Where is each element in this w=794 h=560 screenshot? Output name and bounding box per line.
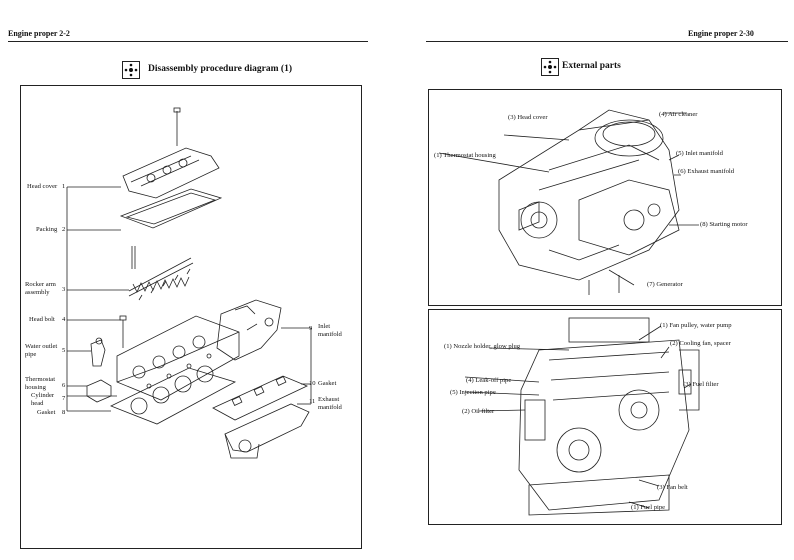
label-water-outlet-pipe: Water outlet pipe: [25, 343, 58, 358]
marker-10: 10: [309, 380, 316, 387]
label-bottom-fan-pulley: (1) Fan pulley, water pump: [660, 322, 732, 329]
marker-7: 7: [62, 395, 66, 402]
disassembly-diagram-drawing: [66, 107, 312, 459]
label-bottom-fuel-pipe: (1) Fuel pipe: [631, 504, 666, 511]
label-rocker-arm-assembly: Rocker arm assembly: [25, 281, 56, 296]
left-header-rule: [8, 41, 368, 42]
label-bottom-leak-off-pipe: (4) Leak-off pipe: [466, 377, 512, 384]
label-thermostat-housing: Thermostat housing: [25, 376, 56, 391]
marker-8: 8: [62, 409, 66, 416]
marker-9: 9: [309, 325, 313, 332]
label-top-head-cover: (3) Head cover: [508, 114, 548, 121]
label-inlet-manifold: Inlet manifold: [318, 323, 342, 338]
engine-side-view-panel: [428, 309, 782, 525]
label-top-air-cleaner: (4) Air cleaner: [659, 111, 698, 118]
label-gasket-right: Gasket: [318, 380, 337, 387]
disassembly-diagram-panel: [20, 85, 362, 549]
section-icon: [541, 58, 559, 76]
marker-11: 11: [309, 398, 316, 405]
label-top-thermostat-housing: (1) Thermostat housing: [434, 152, 496, 159]
label-bottom-fan-belt: (3) Fan belt: [657, 484, 688, 491]
label-top-generator: (7) Generator: [647, 281, 683, 288]
marker-4: 4: [62, 316, 66, 323]
right-page-header: Engine proper 2-30: [688, 29, 754, 38]
label-bottom-cooling-fan: (2) Cooling fan, spacer: [670, 340, 731, 347]
label-cylinder-head: Cylinder head: [31, 392, 55, 407]
right-header-rule: [426, 41, 788, 42]
label-head-bolt: Head bolt: [29, 316, 55, 323]
engine-side-drawing: [464, 317, 700, 516]
left-page-title: Disassembly procedure diagram (1): [148, 64, 292, 74]
label-top-starting-motor: (8) Starting motor: [700, 221, 748, 228]
label-top-inlet-manifold: (5) Inlet manifold: [676, 150, 723, 157]
marker-6: 6: [62, 382, 66, 389]
section-icon: [122, 61, 140, 79]
label-packing: Packing: [36, 226, 58, 233]
label-gasket-left: Gasket: [37, 409, 56, 416]
label-bottom-oil-filter: (2) Oil filter: [462, 408, 495, 415]
label-head-cover: Head cover: [27, 183, 58, 190]
engine-top-view-panel: [428, 89, 782, 306]
label-bottom-injection-pipe: (5) Injection pipe: [450, 389, 496, 396]
marker-5: 5: [62, 347, 66, 354]
marker-2: 2: [62, 226, 66, 233]
label-bottom-nozzle-holder: (1) Nozzle holder, glow plug: [444, 343, 521, 350]
label-top-exhaust-manifold: (6) Exhaust manifold: [678, 168, 735, 175]
marker-3: 3: [62, 286, 66, 293]
engine-top-drawing: [438, 109, 699, 295]
label-exhaust-manifold: Exhaust manifold: [318, 396, 342, 411]
right-page-title: External parts: [562, 61, 621, 71]
label-bottom-fuel-filter: (3) Fuel filter: [683, 381, 719, 388]
left-page-header: Engine proper 2-2: [8, 29, 70, 38]
marker-1: 1: [62, 183, 66, 190]
